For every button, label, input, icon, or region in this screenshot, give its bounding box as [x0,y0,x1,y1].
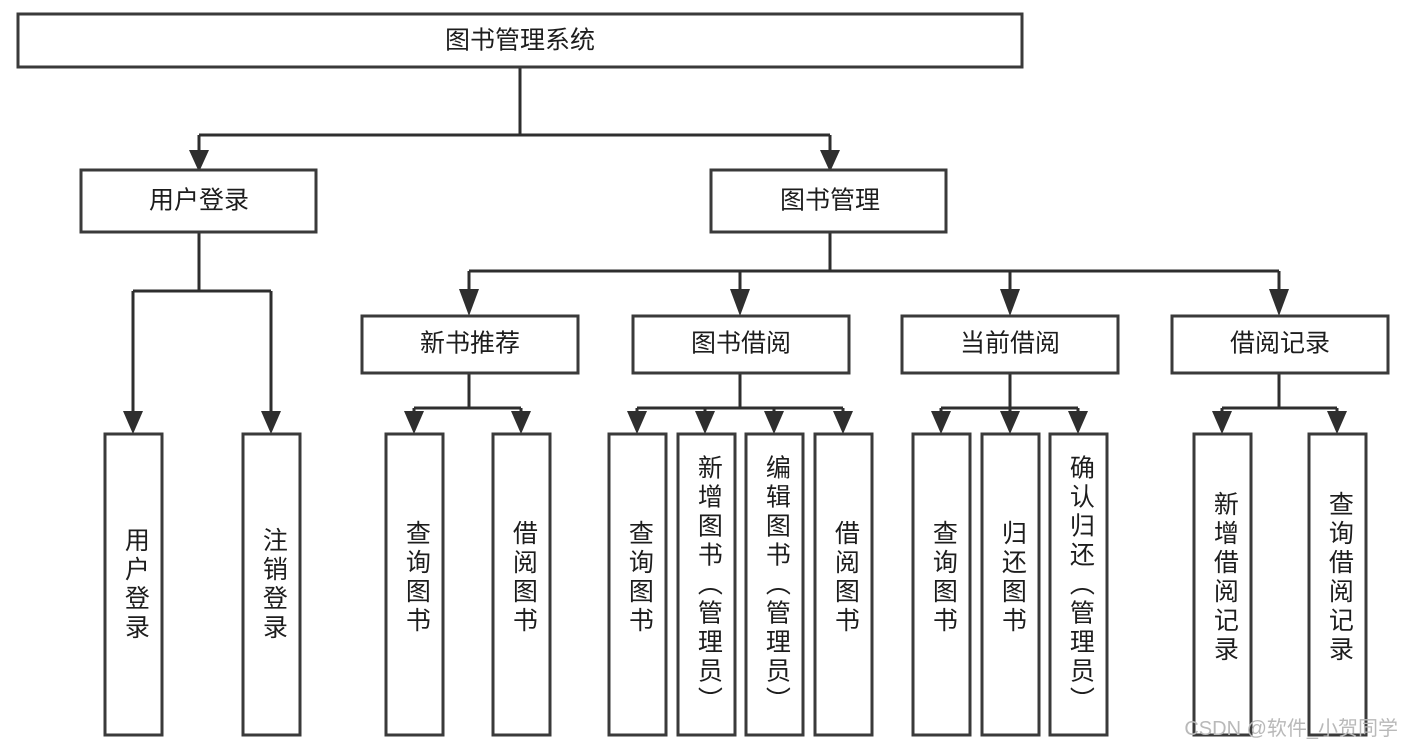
node-leaf-edit-book-box[interactable] [744,432,805,737]
node-root[interactable]: 图书管理系统 [16,12,1024,69]
node-leaf-edit-book-label: 编辑图书（管理员） [762,455,791,716]
node-leaf-logout-box[interactable] [241,432,302,737]
node-borrow-record-label: 借阅记录 [1230,330,1330,358]
node-leaf-borrow-book-2-box[interactable] [813,432,874,737]
node-leaf-query-record-label: 查询借阅记录 [1325,491,1354,665]
node-leaf-query-book-3[interactable]: 查询图书 [911,432,972,737]
node-user-login-label: 用户登录 [149,187,249,215]
node-user-login-box[interactable] [79,168,318,234]
node-leaf-query-book-1-label: 查询图书 [402,520,431,636]
node-leaf-query-book-2-box[interactable] [607,432,668,737]
node-root-label: 图书管理系统 [445,27,595,55]
connector-book-manage-bus [467,232,1281,291]
node-leaf-return-book[interactable]: 归还图书 [980,432,1041,737]
arrow-to-leaf-user-login [123,411,143,434]
arrow-to-leaf-query-book-3 [931,411,951,434]
node-leaf-user-login-label: 用户登录 [121,527,150,643]
node-leaf-query-book-2[interactable]: 查询图书 [607,432,668,737]
node-book-manage-box[interactable] [709,168,948,234]
node-leaf-borrow-book-2[interactable]: 借阅图书 [813,432,874,737]
node-leaf-add-book-box[interactable] [676,432,737,737]
node-book-borrow-label: 图书借阅 [691,330,791,358]
node-leaf-logout-label: 注销登录 [259,527,288,643]
node-current-borrow-label: 当前借阅 [960,330,1060,358]
arrow-to-leaf-query-record [1327,411,1347,434]
arrow-to-borrow-record [1269,289,1289,316]
arrow-to-book-borrow [730,289,750,316]
arrow-to-current-borrow [1000,289,1020,316]
node-current-borrow[interactable]: 当前借阅 [900,314,1120,375]
node-leaf-add-record-box[interactable] [1192,432,1253,737]
arrow-to-book-manage [820,150,840,172]
arrow-to-leaf-confirm-return [1068,411,1088,434]
node-leaf-query-book-1[interactable]: 查询图书 [384,432,445,737]
node-leaf-query-record[interactable]: 查询借阅记录 [1307,432,1368,737]
node-borrow-record-box[interactable] [1170,314,1390,375]
arrow-to-leaf-return-book [1000,411,1020,434]
connector-root-bus [197,67,832,152]
node-leaf-return-book-box[interactable] [980,432,1041,737]
node-leaf-query-book-3-box[interactable] [911,432,972,737]
node-leaf-confirm-return-label: 确认归还（管理员） [1066,455,1095,716]
node-book-manage-label: 图书管理 [780,187,880,215]
arrow-to-leaf-borrow-book-1 [511,411,531,434]
node-leaf-user-login-box[interactable] [103,432,164,737]
arrow-to-leaf-query-book-1 [404,411,424,434]
arrow-to-leaf-add-book [695,411,715,434]
arrow-to-leaf-borrow-book-2 [833,411,853,434]
node-book-borrow[interactable]: 图书借阅 [631,314,851,375]
connector-new-book-rec-bus [412,373,523,413]
connector-layer [123,67,1347,434]
node-leaf-edit-book[interactable]: 编辑图书（管理员） [744,432,805,737]
node-leaf-return-book-label: 归还图书 [998,520,1027,636]
node-leaf-query-book-1-box[interactable] [384,432,445,737]
node-leaf-query-book-3-label: 查询图书 [929,520,958,636]
watermark-label: CSDN @软件_小贺同学 [1184,717,1398,740]
node-leaf-add-record-label: 新增借阅记录 [1210,491,1239,665]
node-leaf-confirm-return-box[interactable] [1048,432,1109,737]
connector-current-borrow-bus [939,373,1080,413]
node-leaf-add-book-label: 新增图书（管理员） [694,455,723,716]
node-book-borrow-box[interactable] [631,314,851,375]
arrow-to-leaf-query-book-2 [627,411,647,434]
node-leaf-logout[interactable]: 注销登录 [241,432,302,737]
node-new-book-rec[interactable]: 新书推荐 [360,314,580,375]
node-leaf-add-book[interactable]: 新增图书（管理员） [676,432,737,737]
node-leaf-user-login[interactable]: 用户登录 [103,432,164,737]
node-leaf-borrow-book-2-label: 借阅图书 [831,520,860,636]
arrow-to-new-book-rec [459,289,479,316]
node-leaf-add-record[interactable]: 新增借阅记录 [1192,432,1253,737]
node-leaf-query-book-2-label: 查询图书 [625,520,654,636]
node-leaf-borrow-book-1[interactable]: 借阅图书 [491,432,552,737]
connector-user-login-bus [131,232,273,413]
node-new-book-rec-label: 新书推荐 [420,330,520,358]
arrow-to-leaf-add-record [1212,411,1232,434]
node-borrow-record[interactable]: 借阅记录 [1170,314,1390,375]
arrow-to-leaf-edit-book [764,411,784,434]
node-book-manage[interactable]: 图书管理 [709,168,948,234]
node-root-box[interactable] [16,12,1024,69]
node-leaf-borrow-book-1-box[interactable] [491,432,552,737]
node-leaf-query-record-box[interactable] [1307,432,1368,737]
arrow-to-leaf-logout [261,411,281,434]
node-leaf-confirm-return[interactable]: 确认归还（管理员） [1048,432,1109,737]
node-new-book-rec-box[interactable] [360,314,580,375]
node-layer: 图书管理系统 用户登录 图书管理 新书推荐 图书借阅 [16,12,1390,737]
node-current-borrow-box[interactable] [900,314,1120,375]
connector-book-borrow-bus [635,373,845,413]
node-user-login[interactable]: 用户登录 [79,168,318,234]
node-leaf-borrow-book-1-label: 借阅图书 [509,520,538,636]
connector-borrow-record-bus [1220,373,1339,413]
arrow-to-user-login [189,150,209,172]
